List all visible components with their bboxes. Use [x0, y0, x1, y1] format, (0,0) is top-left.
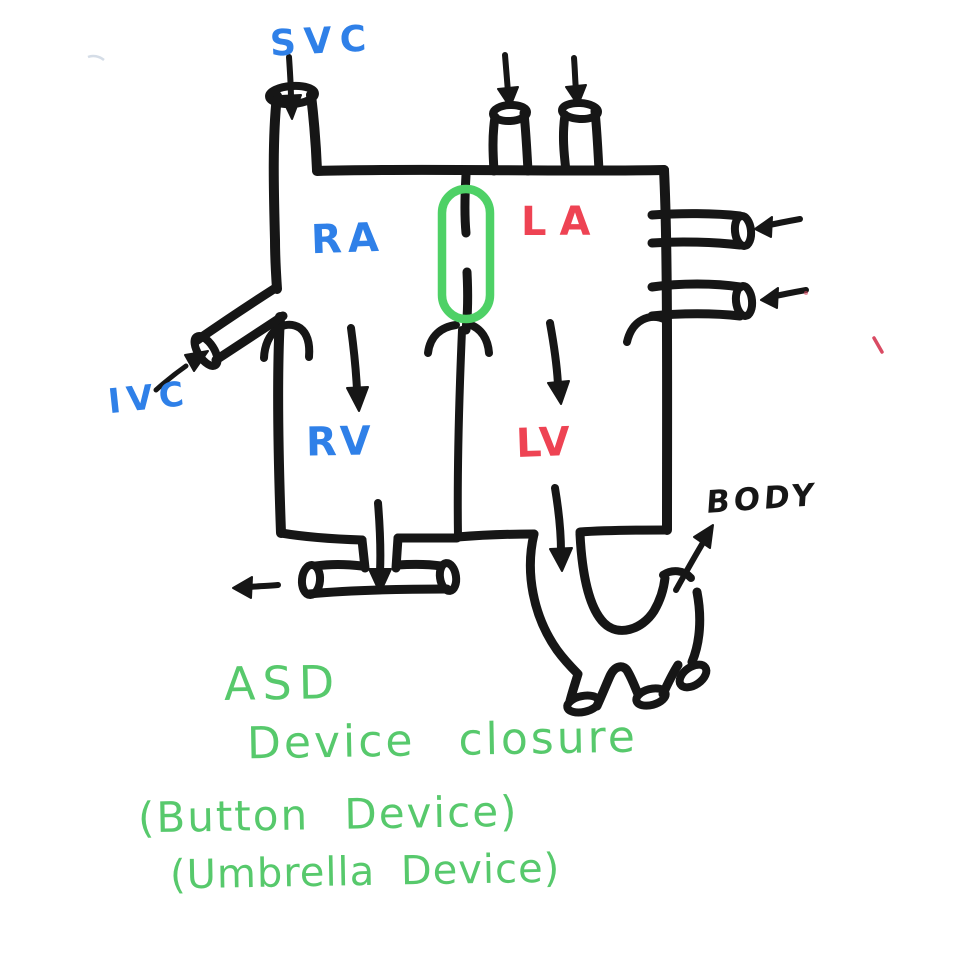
caption-button-device: (Button Device): [137, 786, 519, 843]
lv-label: LV: [515, 419, 574, 467]
la-label: LA: [521, 199, 604, 245]
stray-marks: [87, 54, 884, 354]
caption-device-closure: Device closure: [246, 711, 639, 770]
pulmonary-veins-right: [647, 209, 809, 321]
svc-vessel: [280, 54, 302, 120]
caption-asd: ASD: [223, 654, 342, 712]
aorta: [525, 484, 714, 717]
pulmonary-veins-top: [488, 52, 604, 176]
rv-label: RV: [305, 418, 375, 466]
body-label: BODY: [704, 476, 820, 522]
ra-label: RA: [310, 214, 386, 264]
pulmonary-artery: [232, 499, 461, 599]
svc-label: SVC: [268, 18, 376, 65]
intracardiac-flow-arrows: [346, 319, 570, 412]
caption-umbrella-device: (Umbrella Device): [169, 845, 561, 899]
asd-closure-device: [437, 184, 495, 324]
ivc-vessel: [153, 282, 288, 393]
heart-chamber-walls: [260, 81, 673, 545]
ivc-label: IVC: [106, 373, 192, 423]
